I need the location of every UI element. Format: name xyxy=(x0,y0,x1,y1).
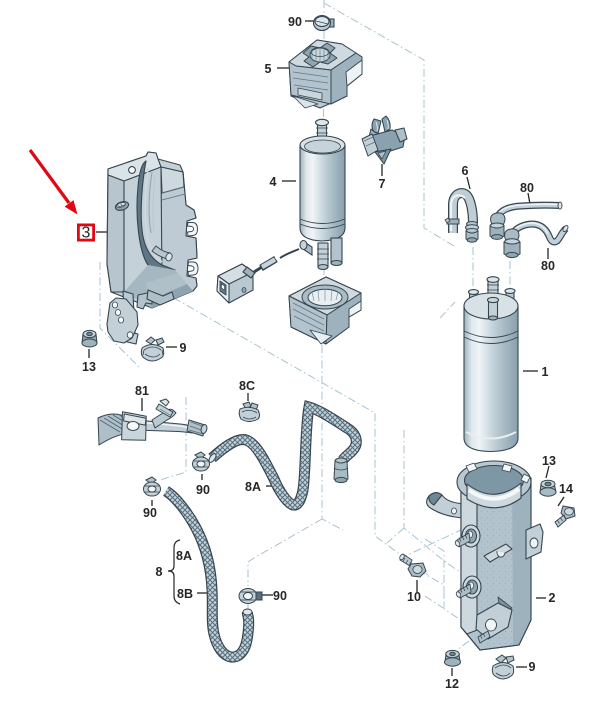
svg-text:8: 8 xyxy=(156,565,163,579)
svg-text:90: 90 xyxy=(143,506,157,520)
svg-text:8C: 8C xyxy=(239,379,255,393)
svg-text:4: 4 xyxy=(270,175,277,189)
svg-text:90: 90 xyxy=(273,589,287,603)
svg-text:80: 80 xyxy=(520,181,534,195)
svg-text:8A: 8A xyxy=(245,480,261,494)
svg-text:14: 14 xyxy=(559,482,573,496)
svg-text:6: 6 xyxy=(462,164,469,178)
svg-text:90: 90 xyxy=(196,483,210,497)
svg-text:90: 90 xyxy=(288,15,302,29)
svg-text:7: 7 xyxy=(379,177,386,191)
svg-text:81: 81 xyxy=(135,384,149,398)
svg-text:1: 1 xyxy=(542,365,549,379)
svg-text:80: 80 xyxy=(541,259,555,273)
svg-text:8A: 8A xyxy=(176,549,192,563)
svg-text:13: 13 xyxy=(82,360,96,374)
svg-text:10: 10 xyxy=(407,590,421,604)
svg-text:13: 13 xyxy=(542,454,556,468)
svg-text:12: 12 xyxy=(445,677,459,691)
svg-text:2: 2 xyxy=(549,591,556,605)
svg-text:9: 9 xyxy=(180,341,187,355)
svg-text:5: 5 xyxy=(265,62,272,76)
svg-text:8B: 8B xyxy=(177,587,193,601)
svg-text:9: 9 xyxy=(529,660,536,674)
svg-text:3: 3 xyxy=(82,225,91,242)
